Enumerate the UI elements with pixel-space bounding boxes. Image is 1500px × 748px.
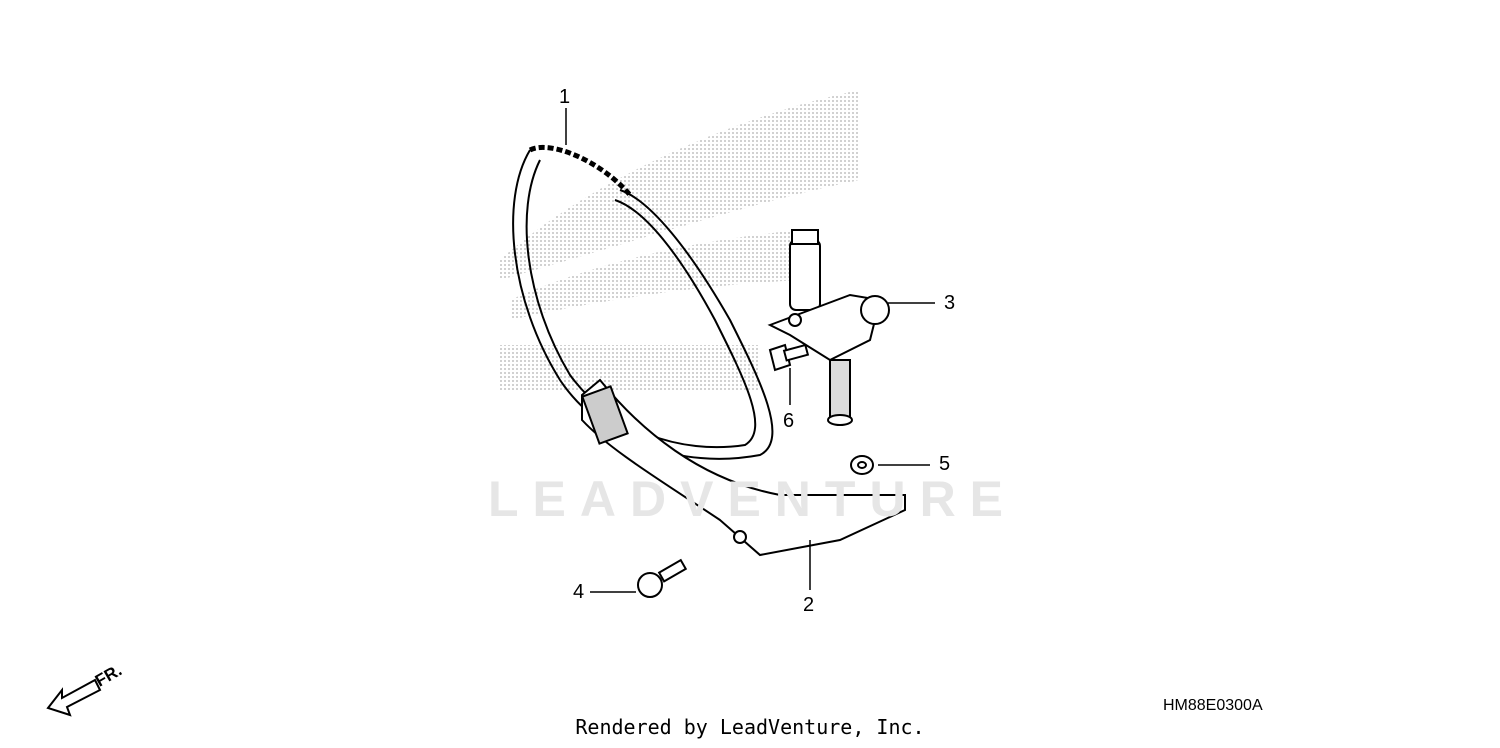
cam-chain <box>512 144 774 460</box>
cam-chain-tensioner <box>767 229 890 426</box>
footer-credit: Rendered by LeadVenture, Inc. <box>575 715 925 739</box>
cam-chain-guide <box>581 378 906 557</box>
callout-1: 1 <box>559 86 571 108</box>
callout-2: 2 <box>803 594 815 616</box>
brand-logo-background <box>500 90 860 390</box>
diagram-code: HM88E0300A <box>1163 697 1263 714</box>
bolt-6 <box>768 343 810 372</box>
bolt-4 <box>637 558 688 598</box>
callout-4: 4 <box>573 581 585 603</box>
callout-5: 5 <box>939 453 951 475</box>
washer-5 <box>850 455 874 475</box>
callout-3: 3 <box>944 292 956 314</box>
front-direction-arrow-icon <box>46 678 102 717</box>
leader-lines <box>565 108 935 593</box>
callout-6: 6 <box>783 410 795 432</box>
